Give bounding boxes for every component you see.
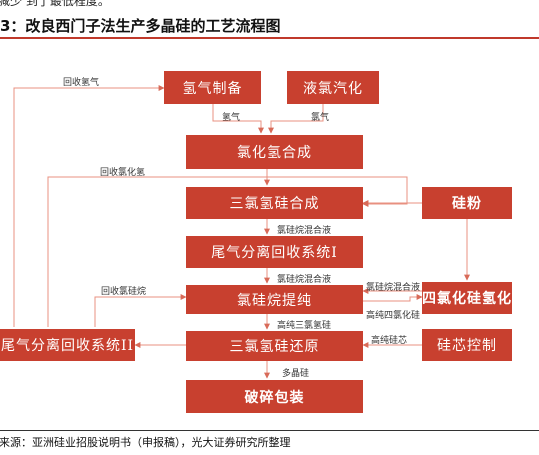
arrow-cl2 (268, 104, 324, 134)
label-recover-h2: 回收氢气 (63, 78, 100, 88)
title-rule (0, 37, 539, 39)
arrow-recover-h2 (13, 85, 165, 327)
arrow-recover-chlorosilane (94, 294, 187, 327)
label-h2: 氢气 (222, 113, 241, 123)
label-polysilicon: 多晶硅 (282, 369, 310, 379)
label-chlorosilane-mix-3: 氯硅烷混合液 (366, 283, 421, 293)
label-chlorosilane-mix-1: 氯硅烷混合液 (277, 226, 332, 236)
box-crush-pack: 破碎包装 (186, 380, 363, 413)
arrow-h2 (212, 104, 264, 134)
label-hp-si-core: 高纯硅芯 (371, 336, 408, 346)
box-hydrogen-prep: 氢气制备 (164, 71, 261, 104)
source-note: 来源：亚洲硅业招股说明书（申报稿），光大证券研究所整理 (0, 436, 291, 449)
box-tcs-reduction: 三氯氢硅还原 (186, 331, 363, 361)
box-stc-hydrogenation: 四氯化硅氢化 (422, 282, 512, 314)
box-si-core-control: 硅芯控制 (422, 329, 512, 361)
box-chlorosilane-purify: 氯硅烷提纯 (186, 285, 363, 314)
box-liquid-chlorine: 液氯汽化 (287, 71, 379, 104)
label-hp-tcs: 高纯三氯氢硅 (277, 321, 332, 331)
label-cl2: 氯气 (311, 113, 330, 123)
box-tcs-synthesis: 三氯氢硅合成 (186, 187, 363, 219)
label-hp-stc: 高纯四氯化硅 (366, 311, 421, 321)
box-hcl-synthesis: 氯化氢合成 (186, 135, 363, 169)
arrow-purify-to-stc (363, 294, 423, 302)
figure-title: 3：改良西门子法生产多晶硅的工艺流程图 (0, 17, 281, 35)
footer-rule (0, 430, 539, 431)
top-text: 减少 到了最低程度。 (0, 0, 110, 8)
arrow-recover-hcl (47, 176, 408, 327)
label-recover-hcl: 回收氯化氢 (100, 168, 146, 178)
label-recover-chlorosilane: 回收氯硅烷 (101, 287, 147, 297)
box-silicon-powder: 硅粉 (422, 187, 512, 219)
label-chlorosilane-mix-2: 氯硅烷混合液 (277, 275, 332, 285)
top-text-fragment: 减少 到了最低程度。 (0, 0, 539, 8)
box-tail-gas-2: 尾气分离回收系统II (0, 329, 135, 361)
box-tail-gas-1: 尾气分离回收系统I (186, 236, 363, 268)
